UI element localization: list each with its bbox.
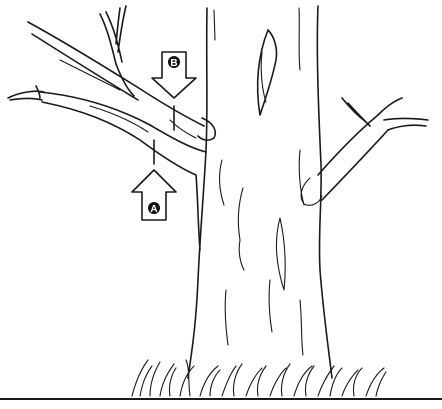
marker-a: A [132, 140, 176, 220]
marker-b-label: B [170, 58, 177, 69]
bark-scar [258, 30, 277, 115]
left-branch [28, 22, 206, 250]
marker-a-label: A [150, 204, 157, 215]
grass [132, 360, 386, 396]
bark-texture [220, 150, 304, 355]
